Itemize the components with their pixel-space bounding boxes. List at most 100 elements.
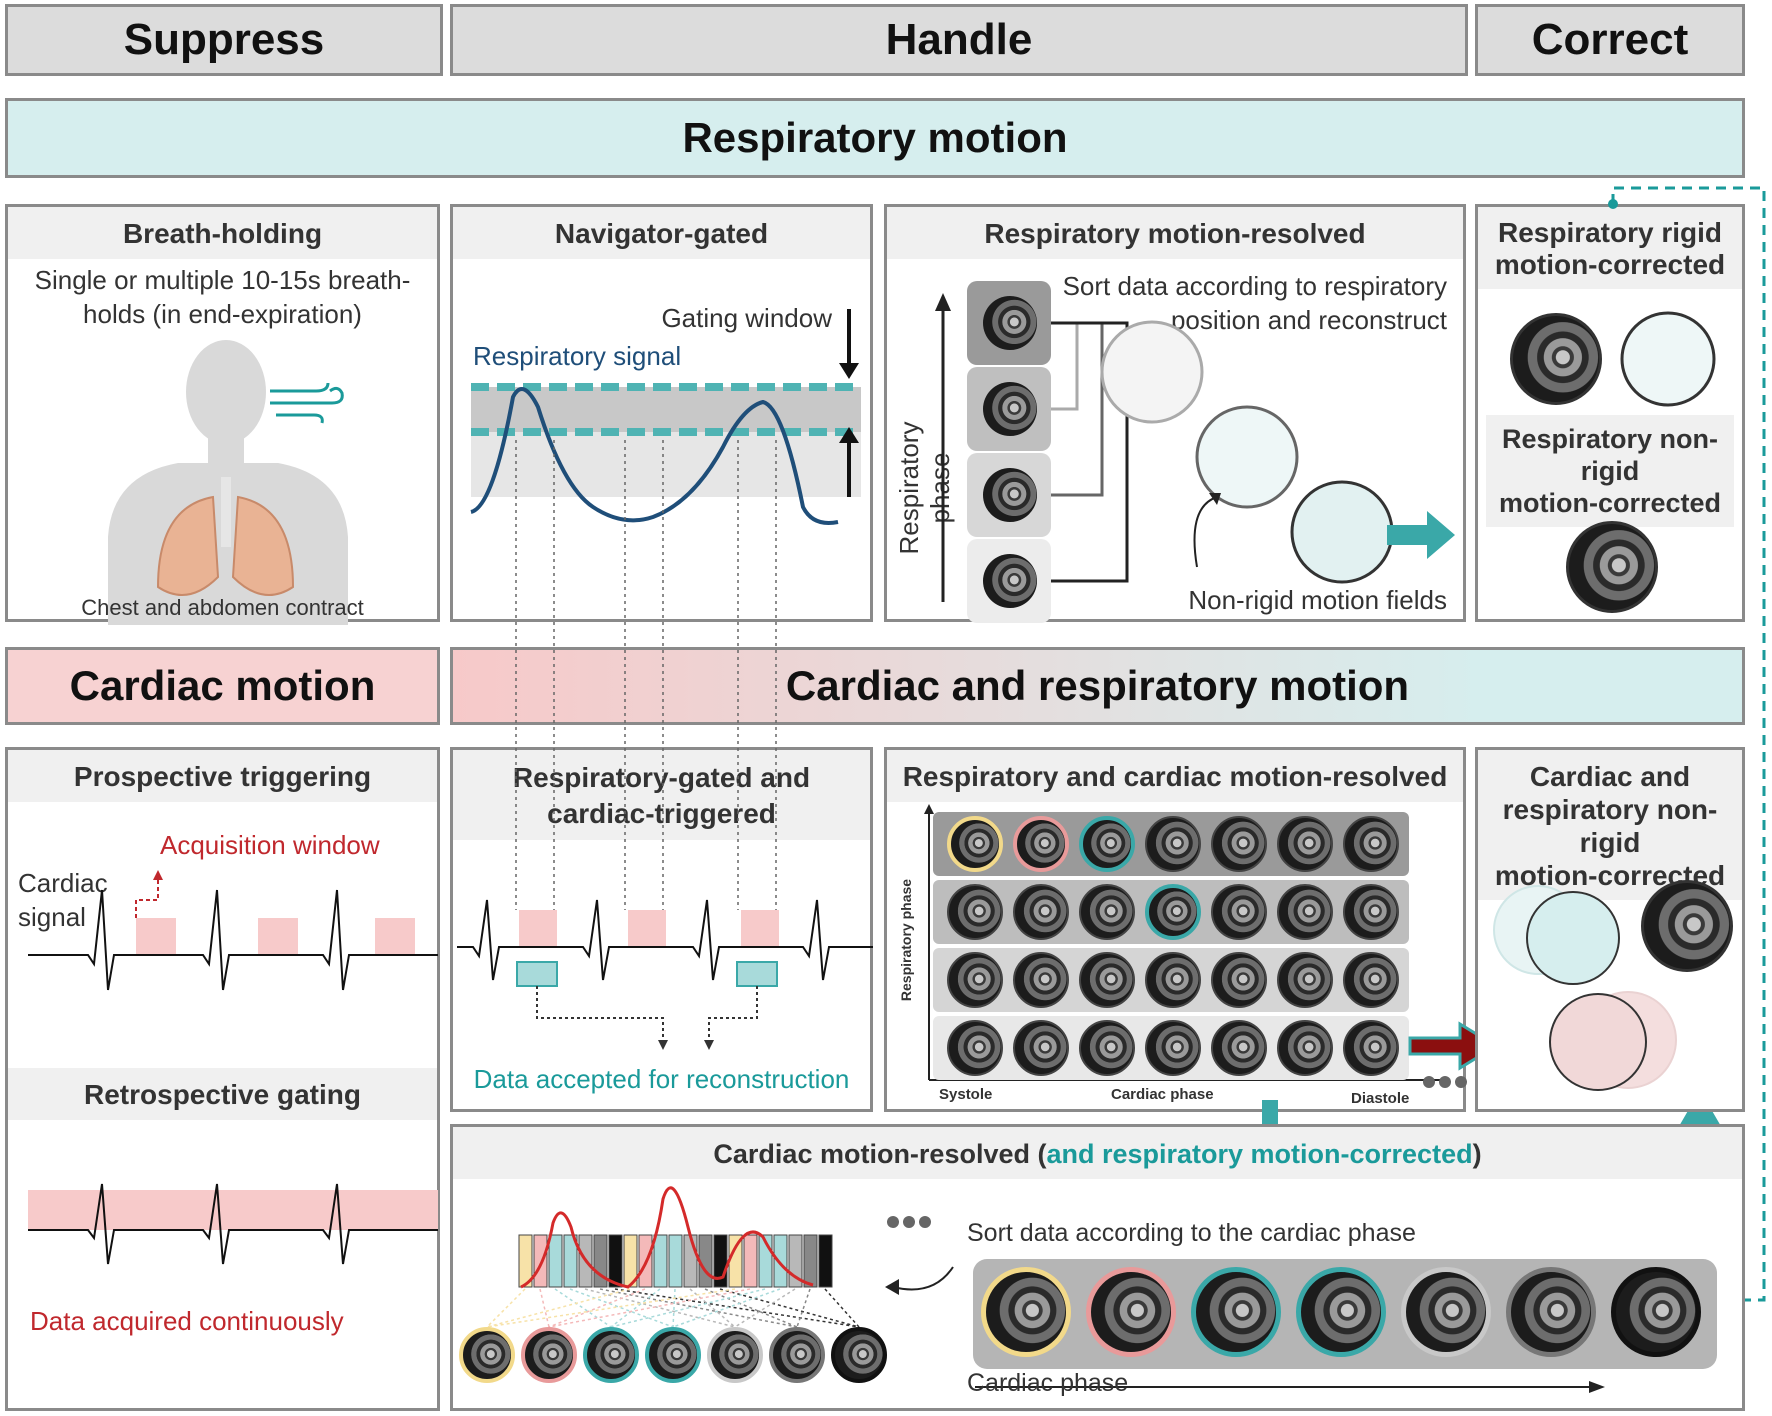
mri-slice-icon <box>947 816 1003 872</box>
sort-line <box>672 1288 781 1328</box>
strip-bar <box>773 1234 788 1288</box>
band-cardiac-resp-label: Cardiac and respiratory motion <box>785 662 1410 709</box>
strip-bar <box>563 1234 578 1288</box>
mri-slice-icon <box>947 884 1003 940</box>
mri-slice-icon <box>1611 1267 1701 1357</box>
mri-slice-icon <box>1296 1267 1386 1357</box>
mri-slice-icon <box>831 1327 887 1383</box>
cardiac-signal-label-2: signal <box>18 902 86 932</box>
header-suppress: Suppress <box>5 4 443 76</box>
corrected-fields <box>1493 885 1677 1091</box>
resp-resolved-desc-1: Sort data according to respiratory <box>1062 271 1447 301</box>
mri-slice-icon <box>1211 952 1267 1008</box>
sort-line <box>584 1288 736 1328</box>
mri-slice-icon <box>1277 884 1333 940</box>
cardiac-resolved-title-b: and respiratory motion-corrected <box>1046 1139 1473 1169</box>
sort-line <box>614 1288 860 1328</box>
band-respiratory-label: Respiratory motion <box>682 114 1068 161</box>
mri-slice-icon <box>645 1327 701 1383</box>
strip-bar <box>608 1234 623 1288</box>
mri-slice-icon <box>1211 816 1267 872</box>
sort-line <box>824 1288 860 1328</box>
sort-line <box>548 1288 751 1328</box>
corrected-title-1: Cardiac and <box>1529 761 1691 792</box>
mri-slice-icon <box>769 1327 825 1383</box>
mri-slice-icon <box>1211 1020 1267 1076</box>
cardiac-sort-label: Sort data according to the cardiac phase <box>967 1219 1416 1247</box>
breath-holding-desc-2: holds (in end-expiration) <box>83 299 362 329</box>
nonrigid-title-2: motion-corrected <box>1498 488 1722 518</box>
motion-field-icon <box>1290 480 1394 584</box>
data-accepted-caption: Data accepted for reconstruction <box>473 1064 850 1094</box>
mri-slice-icon <box>947 952 1003 1008</box>
mri-slice-icon <box>1013 884 1069 940</box>
panel-title: Prospective triggering <box>8 750 437 802</box>
gating-window-label: Gating window <box>661 303 832 333</box>
cardiac-signal-label-1: Cardiac <box>18 868 108 898</box>
ellipsis-icon <box>1423 1076 1435 1088</box>
sort-line <box>486 1288 526 1328</box>
band-cardiac-motion: Cardiac motion <box>5 647 440 725</box>
mri-slice-icon <box>947 1020 1003 1076</box>
strip-bar <box>518 1234 533 1288</box>
resp-resolved-diagram <box>935 281 1455 623</box>
motion-field-icon <box>1195 405 1299 509</box>
header-correct: Correct <box>1475 4 1745 76</box>
mri-slice-icon <box>1343 816 1399 872</box>
respiratory-signal-plot <box>470 309 861 525</box>
ellipsis-icon <box>887 1216 899 1228</box>
panel-cardiac-resp-corrected: Cardiac and respiratory non-rigid motion… <box>1475 747 1745 1112</box>
retrospective-caption: Data acquired continuously <box>30 1306 344 1336</box>
panel-title: Respiratory motion-resolved <box>887 207 1463 259</box>
panel-prospective-retrospective: Prospective triggering Acquisition windo… <box>5 747 440 1411</box>
mri-slice-icon <box>1079 884 1135 940</box>
gated-title-1: Respiratory-gated and <box>512 762 811 793</box>
band-cardiac-label: Cardiac motion <box>69 662 376 709</box>
strip-bar <box>548 1234 563 1288</box>
mri-slice-icon <box>707 1327 763 1383</box>
person-silhouette-icon <box>108 340 348 625</box>
sort-line <box>796 1288 811 1328</box>
breath-holding-caption: Chest and abdomen contract <box>81 595 364 620</box>
mri-slice-icon <box>983 554 1037 608</box>
strip-bar <box>623 1234 638 1288</box>
arrow-icon <box>839 363 859 379</box>
panel-title: Navigator-gated <box>453 207 870 259</box>
breath-holding-desc-1: Single or multiple 10-15s breath- <box>34 265 411 295</box>
mri-slice-icon <box>1211 884 1267 940</box>
sort-line <box>539 1288 550 1328</box>
strip-bar <box>533 1234 548 1288</box>
mri-slice-icon <box>1191 1267 1281 1357</box>
mri-slice-icon <box>583 1327 639 1383</box>
grid-y-axis-label: Respiratory phase <box>898 878 914 1002</box>
sort-line <box>554 1288 612 1328</box>
respiratory-signal-label: Respiratory signal <box>473 341 682 371</box>
sort-line <box>672 1288 676 1328</box>
panel-gated-triggered: Respiratory-gated and cardiac-triggered … <box>450 747 873 1112</box>
strip-bar <box>818 1234 833 1288</box>
mri-slice-icon <box>1343 1020 1399 1076</box>
header-handle-label: Handle <box>885 15 1033 64</box>
mri-slice-icon <box>1145 1020 1201 1076</box>
panel-title: Respiratory and cardiac motion-resolved <box>887 750 1463 802</box>
strip-bar <box>743 1234 758 1288</box>
mri-slice-icon <box>1145 952 1201 1008</box>
header-suppress-label: Suppress <box>123 15 325 64</box>
sort-line <box>719 1288 860 1328</box>
nonrigid-title-1: Respiratory non-rigid <box>1501 424 1719 486</box>
cardiac-resolved-title-c: ) <box>1472 1139 1482 1169</box>
mri-slice-icon <box>1566 521 1658 613</box>
mri-slice-icon <box>1343 952 1399 1008</box>
mri-slice-icon <box>983 382 1037 436</box>
prospective-ecg-plot <box>28 870 438 1265</box>
sort-line <box>486 1288 631 1328</box>
mri-slice-icon <box>459 1327 515 1383</box>
strip-bar <box>803 1234 818 1288</box>
panel-title: Breath-holding <box>8 207 437 259</box>
band-cardiac-respiratory-motion: Cardiac and respiratory motion <box>450 647 1745 725</box>
mri-slice-icon <box>1343 884 1399 940</box>
mri-slice-icon <box>1013 816 1069 872</box>
nonrigid-title: Respiratory non-rigid motion-corrected <box>1486 415 1734 527</box>
header-handle: Handle <box>450 4 1468 76</box>
grid-x-diastole: Diastole <box>1351 1090 1410 1107</box>
